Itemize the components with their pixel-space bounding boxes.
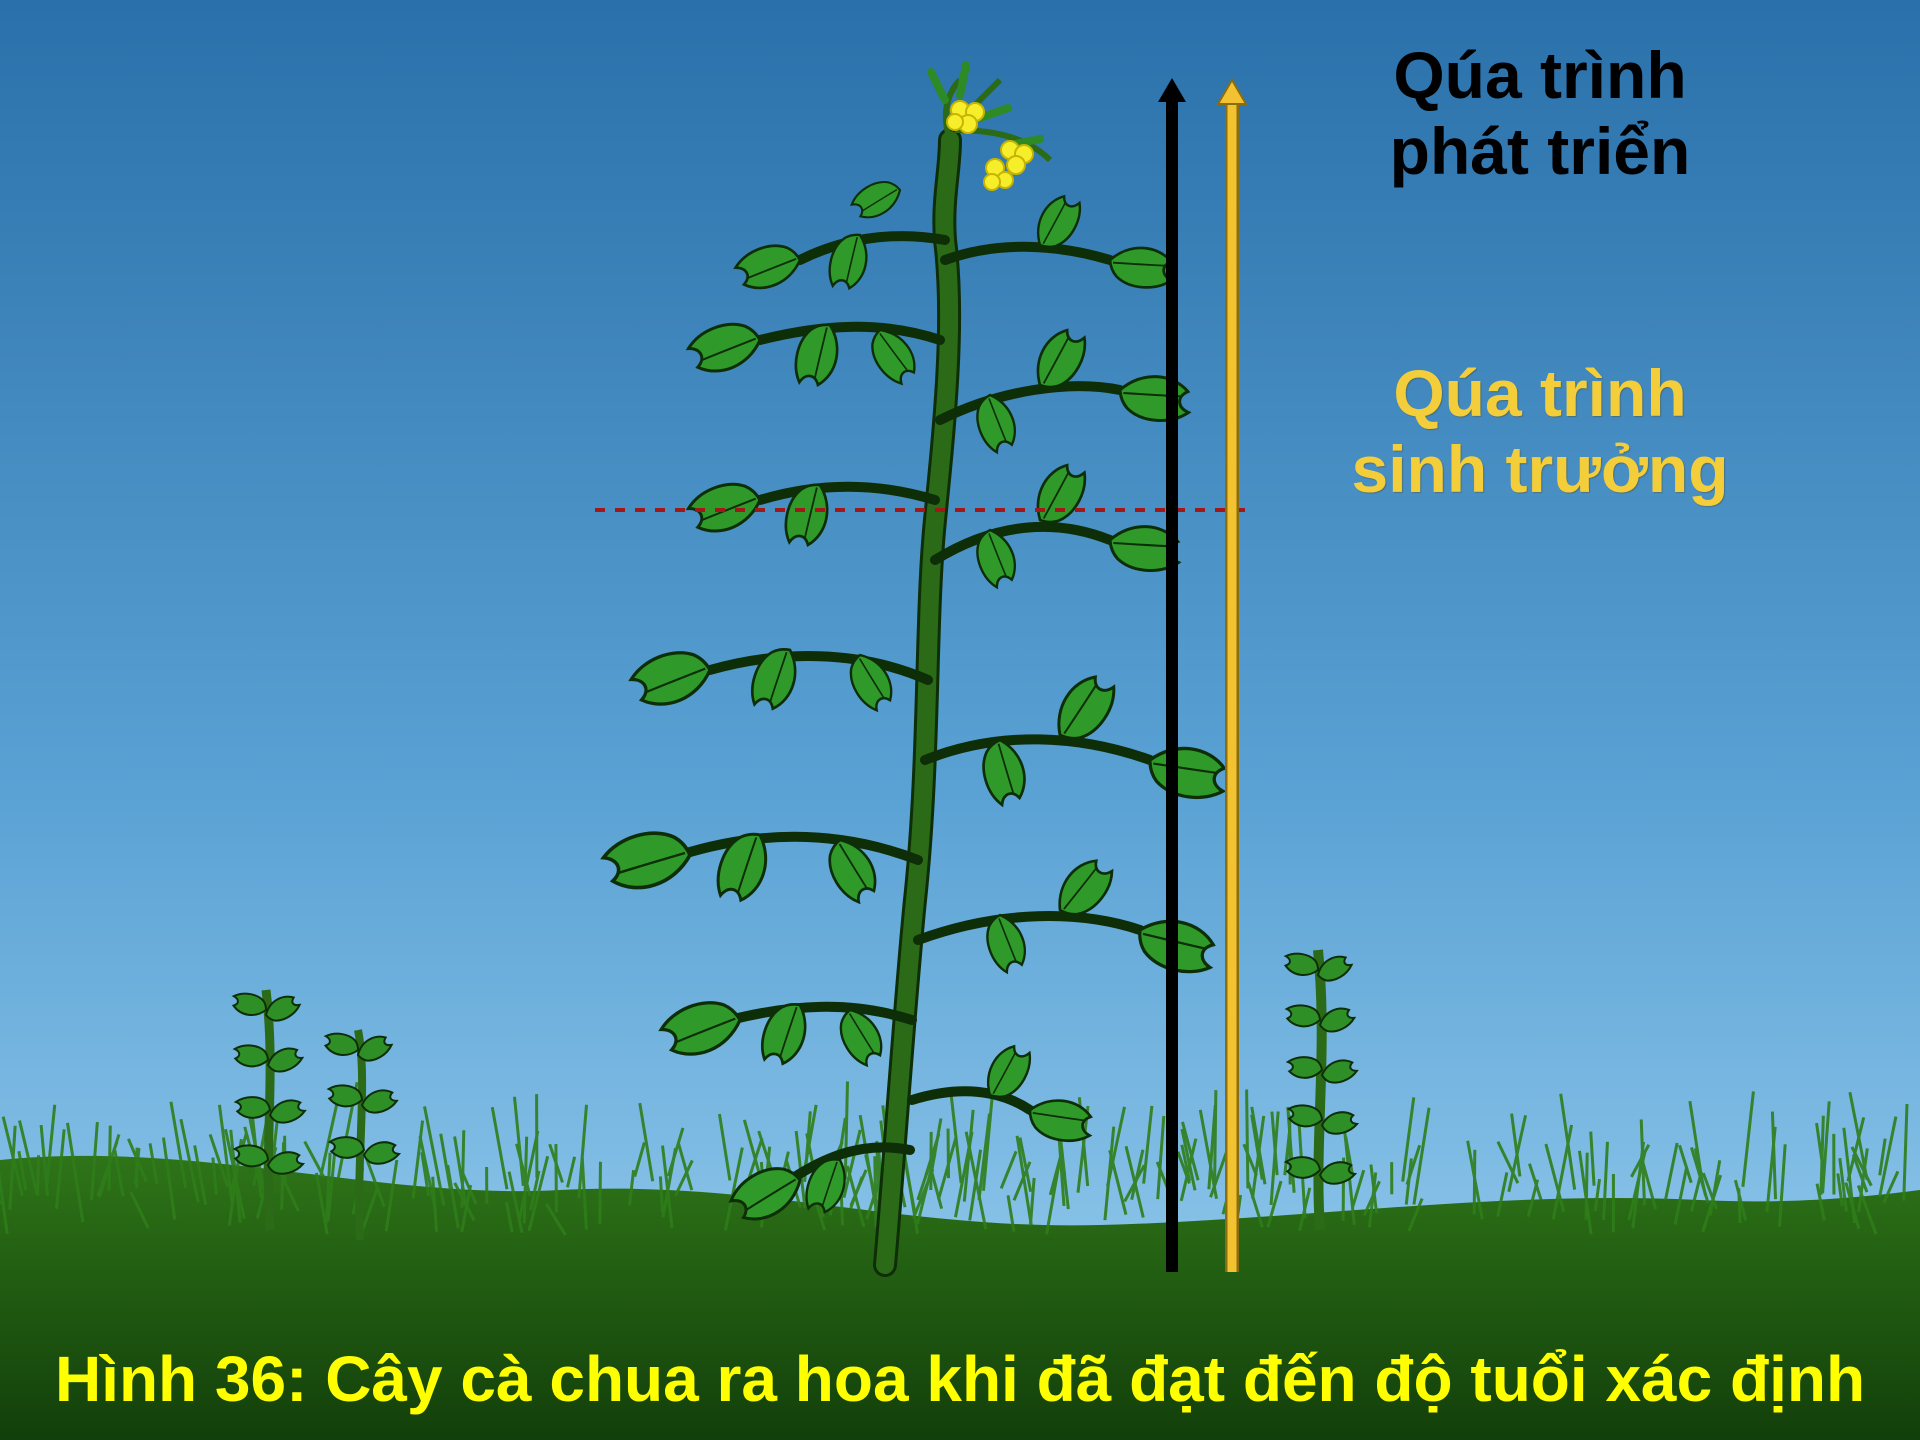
grass-blade (600, 1162, 601, 1224)
development-label-line1: Qúa trình (1330, 38, 1750, 114)
growth-label-line2: sinh trưởng (1330, 432, 1750, 508)
development-label: Qúa trình phát triển (1330, 38, 1750, 190)
grass-blade (109, 1126, 110, 1191)
grass-blade (38, 1155, 39, 1195)
growth-label: Qúa trình sinh trưởng (1330, 356, 1750, 508)
grass-blade (1247, 1089, 1248, 1188)
growth-label-line1: Qúa trình (1330, 356, 1750, 432)
grass-blade (660, 1176, 662, 1212)
grass-blade (1215, 1090, 1216, 1184)
figure-caption: Hình 36: Cây cà chua ra hoa khi đã đạt đ… (0, 1342, 1920, 1416)
grass-blade (1474, 1150, 1475, 1215)
development-label-line2: phát triển (1330, 114, 1750, 190)
